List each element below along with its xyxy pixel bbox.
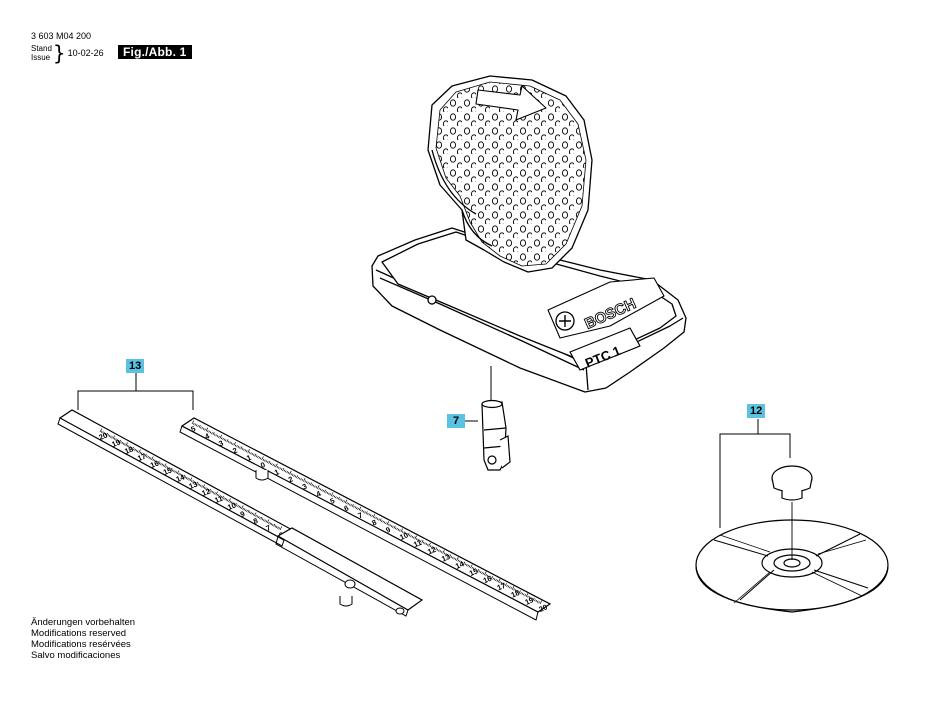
ruler-slider	[276, 527, 424, 611]
stand-issue-labels: Stand Issue	[31, 44, 52, 62]
ruler-set-part-13	[77, 373, 194, 410]
tile-cutter-device: BOSCH PTC 1	[371, 75, 687, 393]
ruler-long-tick-label: 11	[412, 538, 423, 549]
ruler-long-tick-label: 7	[357, 510, 364, 520]
brace-icon: }	[52, 41, 66, 65]
issue-date: 10-02-26	[67, 47, 104, 58]
ruler-long-tick-label: 13	[440, 552, 451, 564]
stand-label: Stand	[31, 44, 52, 53]
ruler-short-tick-label: 18	[123, 445, 134, 456]
ruler-short: 20191817161514131211109876	[57, 409, 424, 617]
ruler-long-tick-label: 20	[538, 602, 549, 614]
ruler-long-tick-label: 4	[203, 431, 211, 441]
ruler-long-tick-label: 19	[524, 595, 535, 607]
grip-dot-texture	[435, 81, 587, 267]
thumb-arrow-icon	[475, 85, 547, 121]
figure-label: Fig./Abb. 1	[118, 45, 192, 59]
document-number: 3 603 M04 200	[31, 31, 92, 41]
note-english: Modifications reserved	[31, 628, 127, 639]
issue-date-block: Stand Issue }10-02-26	[31, 41, 104, 65]
ruler-short-tick-label: 19	[111, 438, 122, 449]
ruler-long-tick-label: 15	[468, 566, 479, 578]
callout-12: 12	[747, 404, 766, 418]
ruler-long-tick-label: 6	[343, 503, 350, 513]
ruler-long-tick-label: 12	[426, 545, 437, 557]
callout-13: 13	[126, 359, 145, 373]
ruler-short-tick-label: 13	[188, 480, 199, 491]
bracket-12	[719, 433, 791, 528]
ruler-long-tick-label: 4	[315, 489, 323, 499]
ruler-short-tick-label: 20	[98, 431, 109, 442]
notes-block: Änderungen vorbehalten Modifications res…	[31, 617, 135, 661]
ruler-short-tick-label: 9	[239, 509, 246, 519]
ruler-short-tick-label: 12	[201, 487, 212, 498]
note-french: Modifications resérvées	[31, 639, 131, 650]
issue-label: Issue	[31, 53, 51, 62]
model-label-plate	[569, 327, 641, 371]
ruler-short-tick-label: 17	[136, 452, 147, 463]
ruler-long-tick-label: 1	[273, 467, 280, 477]
ruler-long-tick-label: 3	[217, 438, 224, 448]
ruler-long-tick-label: 0	[259, 460, 266, 470]
ruler-long-tick-label: 17	[496, 581, 507, 593]
ruler-long-tick-label: 2	[231, 446, 238, 456]
ruler-long-tick-label: 5	[190, 424, 197, 434]
ruler-short-tick-label: 15	[162, 466, 173, 477]
ruler-long-tick-label: 14	[454, 559, 466, 571]
suction-base-part-12	[695, 419, 889, 613]
ruler-long-tick-label: 5	[329, 496, 336, 506]
note-spanish: Salvo modificaciones	[31, 650, 121, 661]
ruler-short-tick-label: 11	[213, 494, 224, 505]
ruler-long-tick-label: 1	[245, 453, 252, 463]
ruler-short-tick-label: 8	[252, 516, 259, 526]
ruler-long-tick-label: 3	[301, 482, 308, 492]
ruler-short-tick-label: 7	[265, 523, 272, 533]
ruler-short-tick-label: 14	[175, 472, 187, 484]
ruler-long-tick-label: 2	[287, 474, 294, 484]
ruler-long-tick-label: 18	[510, 588, 521, 600]
brand-plate	[547, 277, 665, 339]
ruler-long-tick-label: 8	[371, 518, 378, 528]
ruler-long-tick-label: 16	[482, 574, 493, 586]
ruler-short-scale: 20191817161514131211109876	[98, 431, 285, 540]
note-german: Änderungen vorbehalten	[31, 617, 136, 628]
ruler-short-tick-label: 16	[149, 459, 160, 470]
ruler-short-tick-label: 10	[226, 501, 237, 512]
ruler-long-tick-label: 10	[398, 530, 409, 542]
bracket-13	[77, 390, 194, 410]
cutter-holder-part-7	[481, 399, 511, 471]
ruler-long-tick-label: 9	[384, 525, 391, 535]
callout-7: 7	[447, 414, 465, 428]
